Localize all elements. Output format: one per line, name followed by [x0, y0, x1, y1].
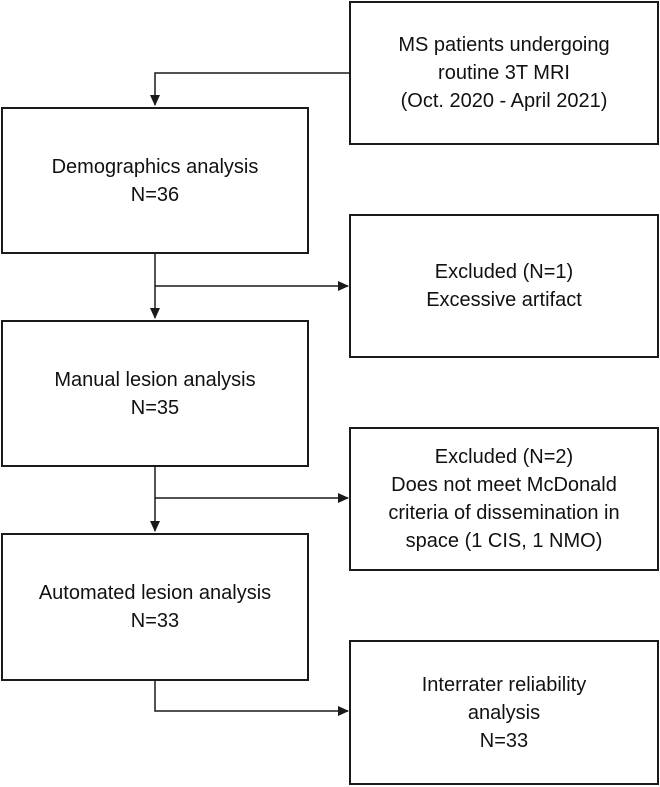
box-line: analysis	[467, 701, 541, 724]
box-automated-lesion-analysis: Automated lesion analysis N=33	[1, 533, 309, 681]
box-line: space (1 CIS, 1 NMO)	[405, 530, 603, 552]
box-line: N=35	[130, 396, 180, 419]
box-line: Interrater reliability	[421, 673, 587, 696]
box-line: Manual lesion analysis	[54, 368, 256, 391]
box-line: Excluded (N=2)	[434, 446, 574, 468]
box-line: Excessive artifact	[426, 289, 582, 311]
arrow-source-to-demographics	[150, 72, 350, 106]
box-line: Automated lesion analysis	[38, 582, 272, 604]
box-line: Demographics analysis	[51, 155, 259, 178]
box-line: N=36	[130, 183, 180, 206]
box-line: N=33	[130, 610, 180, 632]
box-line: N=33	[479, 729, 529, 752]
box-excluded-mcdonald: Excluded (N=2) Does not meet McDonald cr…	[349, 427, 659, 571]
box-excluded-artifact: Excluded (N=1) Excessive artifact	[349, 214, 659, 358]
box-manual-lesion-analysis: Manual lesion analysis N=35	[1, 320, 309, 467]
box-ms-patients: MS patients undergoing routine 3T MRI (O…	[349, 1, 659, 145]
box-line: (Oct. 2020 - April 2021)	[400, 90, 608, 112]
box-demographics-analysis: Demographics analysis N=36	[1, 107, 309, 254]
box-line: Does not meet McDonald	[391, 474, 617, 496]
box-line: routine 3T MRI	[438, 62, 570, 84]
box-line: Excluded (N=1)	[434, 261, 574, 283]
box-interrater-reliability: Interrater reliability analysis N=33	[349, 640, 659, 785]
box-line: criteria of dissemination in	[388, 502, 620, 524]
arrow-automated-to-interrater	[154, 681, 349, 716]
box-line: MS patients undergoing	[398, 34, 610, 56]
